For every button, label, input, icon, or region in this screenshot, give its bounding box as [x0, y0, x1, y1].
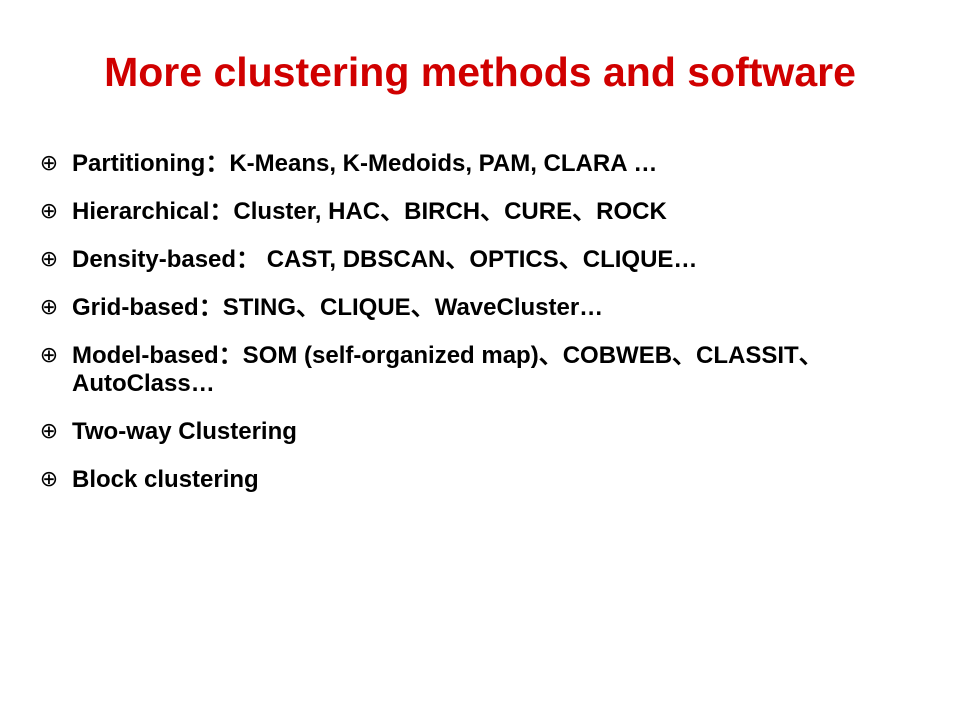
- bullet-item-grid-based: ⊕ Grid-based：STING、CLIQUE、WaveCluster…: [30, 294, 930, 322]
- bullet-item-two-way-clustering: ⊕ Two-way Clustering: [30, 418, 930, 446]
- bullet-icon: ⊕: [39, 199, 59, 224]
- bullet-text: Two-way Clustering: [72, 418, 297, 445]
- bullet-icon: ⊕: [39, 295, 59, 320]
- bullet-text: Hierarchical：Cluster, HAC、BIRCH、CURE、ROC…: [72, 198, 667, 225]
- bullet-icon: ⊕: [39, 247, 59, 272]
- bullet-icon: ⊕: [39, 467, 59, 492]
- bullet-text: Block clustering: [72, 466, 259, 493]
- bullet-item-model-based: ⊕ Model-based：SOM (self-organized map)、C…: [30, 342, 930, 398]
- bullet-item-hierarchical: ⊕ Hierarchical：Cluster, HAC、BIRCH、CURE、R…: [30, 198, 930, 226]
- bullet-text: Density-based： CAST, DBSCAN、OPTICS、CLIQU…: [72, 246, 698, 273]
- bullet-text: Model-based：SOM (self-organized map)、COB…: [72, 342, 823, 397]
- bullet-icon: ⊕: [39, 343, 59, 368]
- slide-title: More clustering methods and software: [104, 49, 856, 95]
- bullet-item-block-clustering: ⊕ Block clustering: [30, 466, 930, 494]
- bullet-item-density-based: ⊕ Density-based： CAST, DBSCAN、OPTICS、CLI…: [30, 246, 930, 274]
- bullet-list: ⊕ Partitioning：K-Means, K-Medoids, PAM, …: [30, 150, 930, 514]
- bullet-icon: ⊕: [39, 151, 59, 176]
- bullet-text: Partitioning：K-Means, K-Medoids, PAM, CL…: [72, 150, 658, 177]
- bullet-icon: ⊕: [39, 419, 59, 444]
- bullet-item-partitioning: ⊕ Partitioning：K-Means, K-Medoids, PAM, …: [30, 150, 930, 178]
- bullet-text: Grid-based：STING、CLIQUE、WaveCluster…: [72, 294, 604, 321]
